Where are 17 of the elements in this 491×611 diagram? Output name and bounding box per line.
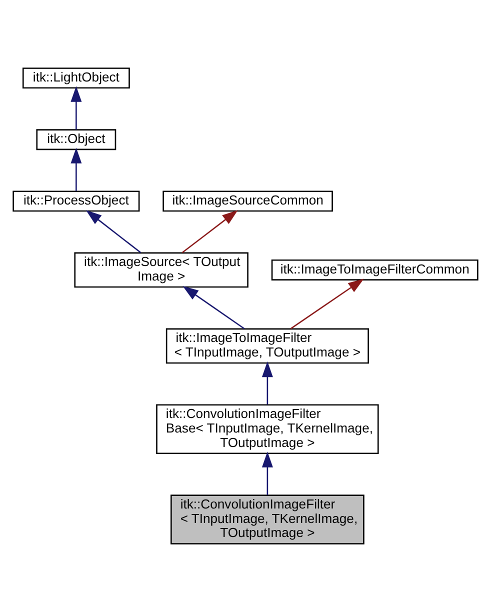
arrow (290, 278, 364, 329)
node-box: itk::ConvolutionImageFilter Base< TInputImage, TKernelImage, TOutputImage > (156, 404, 379, 454)
node-box: itk::ProcessObject (12, 190, 140, 212)
node-box: itk::ConvolutionImageFilter < TInputImage, TKernelImage, TOutputImage > (170, 494, 364, 544)
arrow (182, 210, 238, 253)
arrow (182, 286, 245, 329)
node-box: itk::Object (36, 128, 116, 150)
arrow (70, 86, 82, 130)
node-box: itk::ImageToImageFilterCommon (271, 259, 478, 280)
arrow (262, 451, 273, 495)
node-box: itk::ImageSourceCommon (162, 190, 333, 212)
arrow (86, 210, 142, 253)
node-box: itk::LightObject (22, 67, 130, 88)
arrow (262, 360, 273, 404)
node-box: itk::ImageSource< TOutput Image > (74, 252, 248, 288)
node-box: itk::ImageToImageFilter < TInputImage, TOutputImage > (166, 328, 369, 364)
arrow (70, 147, 82, 191)
